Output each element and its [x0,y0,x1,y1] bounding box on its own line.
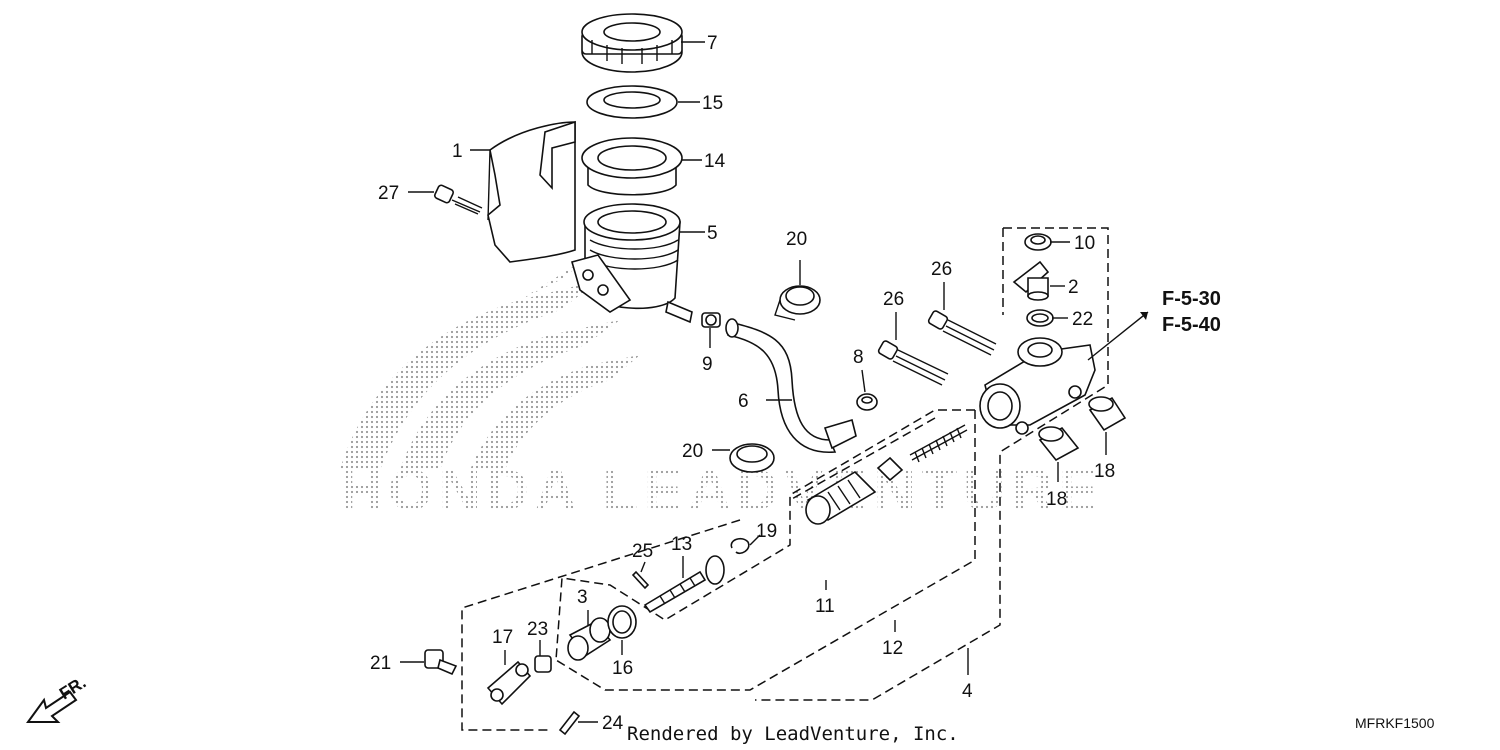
cotter-pin-25[interactable] [631,570,650,590]
reservoir-cap[interactable] [581,13,683,73]
callout-19: 19 [756,521,777,542]
hose-clip-9[interactable] [701,312,721,328]
callout-10: 10 [1074,233,1095,254]
callout-16: 16 [612,658,633,679]
sealing-washer-8[interactable] [856,393,878,411]
credit-text: Rendered by LeadVenture, Inc. [627,723,959,745]
callout-13: 13 [671,534,692,555]
callout-15: 15 [702,93,723,114]
callout-27: 27 [378,183,399,204]
callout-6: 6 [738,391,749,412]
callout-26-left: 26 [883,289,904,310]
nut-23[interactable] [534,655,552,673]
bushing-18-left[interactable] [1038,426,1080,462]
push-rod-joint[interactable] [486,660,532,706]
assembly-4-outline [755,227,1109,701]
callout-17: 17 [492,627,513,648]
watermark-text: HONDA LEADVENTURE [340,458,1104,523]
callout-23: 23 [527,619,548,640]
bolt-26-left[interactable] [877,340,949,386]
piston-cup[interactable] [876,456,904,482]
leader-lines [400,41,1149,723]
callout-20-lower: 20 [682,441,703,462]
reservoir-cover[interactable] [487,120,576,263]
callout-25: 25 [632,541,653,562]
bushing-18-right[interactable] [1088,396,1127,432]
callout-21: 21 [370,653,391,674]
reference-f-5-30[interactable]: F-5-30 [1162,288,1221,310]
joint-pin-21[interactable] [424,649,458,676]
callout-24: 24 [602,713,624,734]
callout-1: 1 [452,141,463,162]
assembly-outlines [461,227,1109,731]
o-ring-22[interactable] [1026,309,1054,327]
callout-26-right: 26 [931,259,952,280]
callout-18-left: 18 [1046,489,1067,510]
callout-5: 5 [707,223,718,244]
callout-11: 11 [815,596,835,617]
diagram-code: MFRKF1500 [1355,715,1435,731]
hose-joint[interactable] [1012,260,1050,301]
callout-4: 4 [962,681,973,702]
snap-ring-10[interactable] [1024,233,1052,251]
callout-labels: 7 15 14 1 27 5 20 9 6 20 8 26 26 10 2 22… [370,33,1115,734]
hose-clamp-20-lower[interactable] [729,443,775,473]
callout-3: 3 [577,587,588,608]
piston-spring[interactable] [909,424,968,463]
circlip-16[interactable] [607,605,637,639]
callout-18-right: 18 [1094,461,1115,482]
reservoir[interactable] [571,203,693,324]
assembly-12-outline [555,410,976,691]
callout-8: 8 [853,347,864,368]
push-rod[interactable] [643,555,725,614]
reservoir-hose[interactable] [725,318,857,453]
callout-7: 7 [707,33,718,54]
callout-22: 22 [1072,309,1093,330]
master-cylinder-body[interactable] [979,337,1096,435]
piston[interactable] [805,470,877,525]
bolt-27[interactable] [433,184,483,215]
bolt-26-right[interactable] [927,310,997,356]
callout-2: 2 [1068,277,1079,298]
callout-20-upper: 20 [786,229,807,250]
watermark: HONDA LEADVENTURE [340,250,1104,523]
hose-clamp-20-upper[interactable] [774,285,821,321]
front-direction-indicator: FR. [26,673,89,723]
circlip-19[interactable] [730,537,750,555]
callout-9: 9 [702,354,713,375]
push-rod-boot[interactable] [567,617,612,661]
assembly-outer-outline [461,519,741,731]
callout-14: 14 [704,151,726,172]
assembly-11-outline [555,409,975,661]
diaphragm-plate[interactable] [586,85,678,119]
cotter-pin-24[interactable] [558,710,581,736]
diaphragm[interactable] [581,137,683,196]
section-references: F-5-30 F-5-40 [1162,288,1221,336]
front-arrow-icon [26,690,78,723]
reference-f-5-40[interactable]: F-5-40 [1162,314,1221,336]
callout-12: 12 [882,638,903,659]
